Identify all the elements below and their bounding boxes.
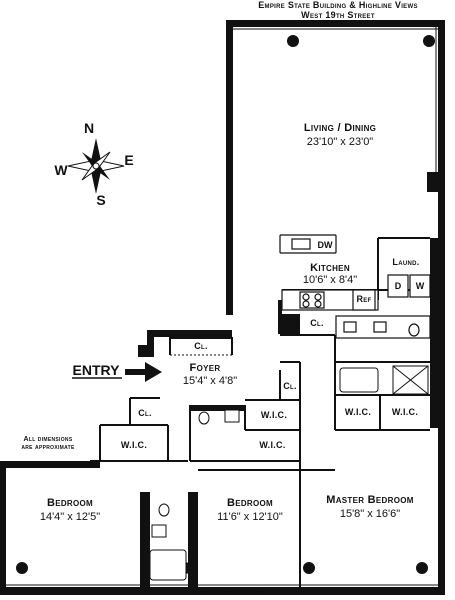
walls — [0, 20, 445, 595]
dishwasher-label: DW — [317, 240, 333, 250]
laundry-label: Laund. — [392, 257, 420, 267]
closet-label-foyer: Cl. — [194, 341, 208, 351]
master-bedroom-dim: 15'8" x 16'6" — [339, 508, 401, 520]
entry-arrow-icon — [125, 362, 162, 382]
wic-label-foyer: W.I.C. — [260, 410, 288, 420]
compass-s: S — [96, 192, 106, 208]
washer-label: W — [415, 281, 425, 291]
north-view-line1: Empire State Building & Highline Views — [258, 0, 418, 10]
foyer-name: Foyer — [189, 362, 221, 374]
wic-label-bedroom2: W.I.C. — [259, 440, 286, 450]
north-view-line2: West 19th Street — [301, 10, 375, 20]
refrigerator-label: Ref — [356, 294, 372, 304]
kitchen-name: Kitchen — [310, 262, 350, 274]
closet-label-bedroom2: Cl. — [283, 381, 297, 391]
closet-label-hall: Cl. — [310, 318, 324, 328]
bedroom-2-dim: 11'6" x 12'10" — [217, 511, 283, 523]
kitchen-dim: 10'6" x 8'4" — [302, 274, 358, 286]
entry-label: ENTRY — [72, 362, 120, 378]
compass-w: W — [54, 162, 68, 178]
master-bedroom-name: Master Bedroom — [326, 494, 414, 506]
compass-n: N — [83, 120, 95, 136]
living-dining-name: Living / Dining — [303, 122, 377, 134]
bedroom-1-dim: 14'4" x 12'5" — [39, 511, 101, 523]
wic-label-master-1: W.I.C. — [344, 407, 372, 417]
foyer-dim: 15'4" x 4'8" — [182, 375, 238, 387]
bedroom-1-name: Bedroom — [46, 497, 94, 509]
south-view: Open South Views — [190, 587, 265, 597]
dimensions-note-line1: All dimensions — [23, 436, 73, 443]
bath-fixtures — [149, 365, 429, 581]
bedroom-2-name: Bedroom — [226, 497, 274, 509]
door-openings — [100, 354, 430, 462]
compass-rose — [67, 138, 125, 194]
closet-label-bedroom1: Cl. — [138, 408, 152, 418]
dimensions-note-line2: are approximate — [21, 444, 75, 451]
wic-label-master-2: W.I.C. — [391, 407, 419, 417]
compass-e: E — [124, 152, 134, 168]
dryer-label: D — [394, 281, 402, 291]
living-dining-dim: 23'10" x 23'0" — [306, 136, 374, 148]
windows — [6, 27, 438, 586]
wic-label-bedroom1: W.I.C. — [120, 440, 148, 450]
kitchen-fixtures — [279, 234, 431, 339]
